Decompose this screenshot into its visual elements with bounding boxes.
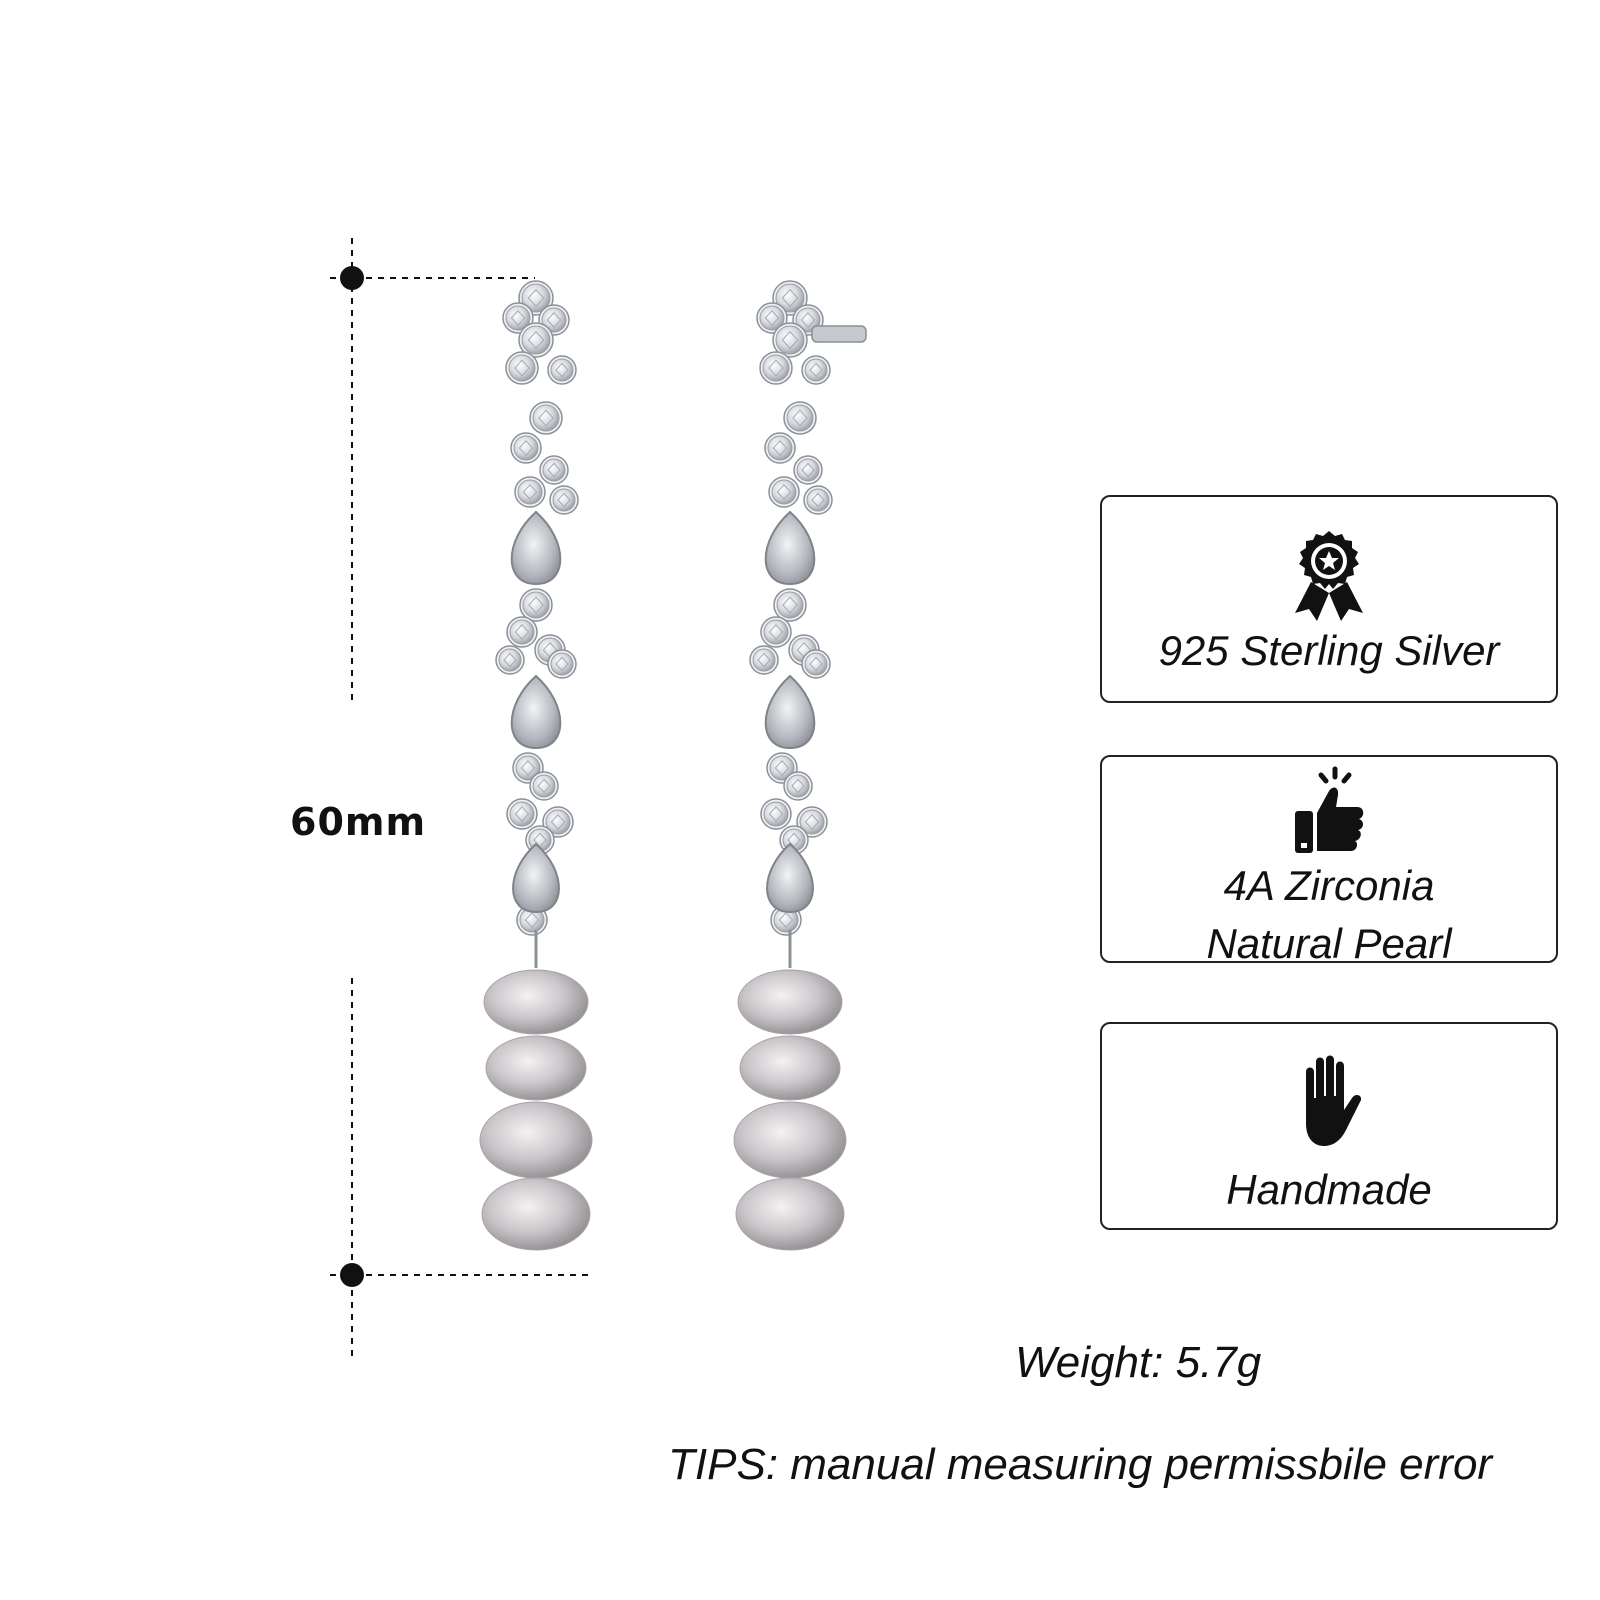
weight-text: Weight: 5.7g [1015, 1338, 1262, 1387]
feature-text: 925 Sterling Silver [1158, 627, 1500, 674]
feature-card-materials: 4A Zirconia Natural Pearl [1100, 755, 1558, 963]
length-label: 60mm [290, 800, 427, 844]
tips-text: TIPS: manual measuring permissbile error [668, 1440, 1493, 1489]
award-ribbon-icon [1295, 531, 1363, 621]
feature-text: 4A Zirconia [1223, 862, 1435, 909]
dimension-guide [330, 238, 590, 1360]
dimension-bottom-marker [340, 1263, 364, 1287]
hand-icon [1306, 1055, 1362, 1146]
thumbs-up-icon [1295, 766, 1364, 853]
earring-left [479, 280, 593, 1251]
feature-card-handmade: Handmade [1100, 1022, 1558, 1230]
dimension-top-marker [340, 266, 364, 290]
feature-text: Natural Pearl [1206, 920, 1452, 963]
earring-right [733, 280, 867, 1251]
feature-text: Handmade [1226, 1166, 1432, 1213]
feature-card-silver: 925 Sterling Silver [1100, 495, 1558, 703]
